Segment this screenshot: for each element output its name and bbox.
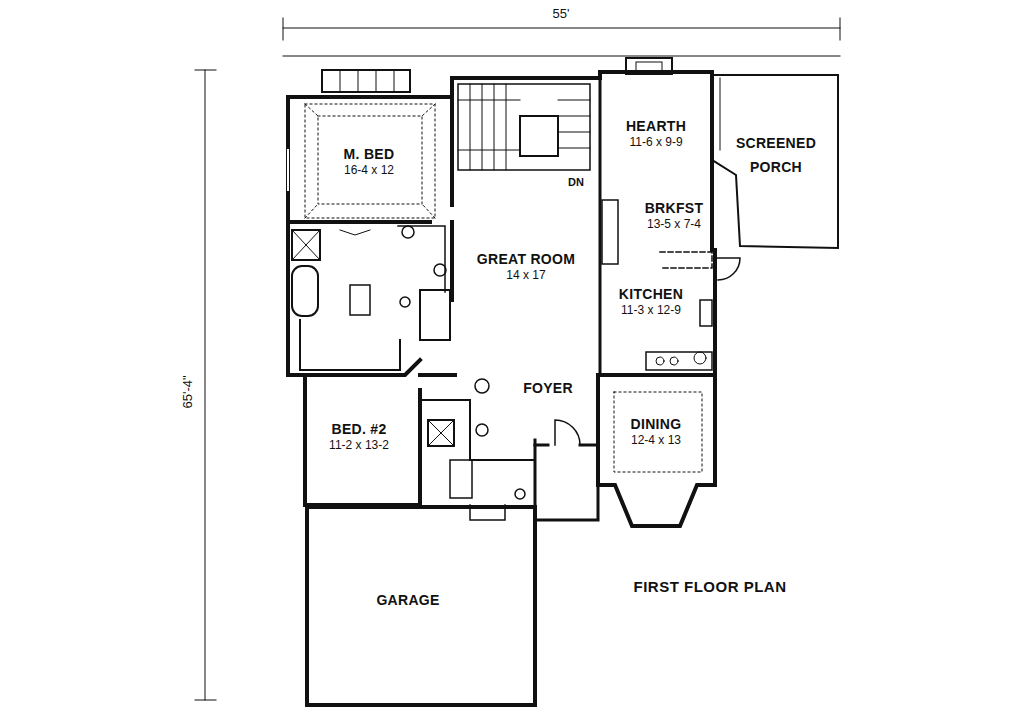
stair-note: DN	[568, 176, 584, 188]
plan-title: FIRST FLOOR PLAN	[634, 578, 787, 595]
room-name: KITCHEN	[619, 286, 683, 303]
room-dimension: 13-5 x 7-4	[645, 217, 704, 232]
room-dimension: 11-2 x 13-2	[329, 438, 389, 453]
room-label: FOYER	[523, 380, 573, 397]
room-dimension: 16-4 x 12	[344, 163, 395, 178]
room-label: SCREENED PORCH	[728, 131, 824, 179]
room-dimension: 11-6 x 9-9	[626, 135, 686, 150]
dimension-text: 55'	[553, 6, 570, 21]
room-name: GREAT ROOM	[477, 251, 575, 268]
room-name: FOYER	[523, 380, 573, 397]
room-label: KITCHEN11-3 x 12-9	[619, 286, 683, 318]
room-label: DINING12-4 x 13	[631, 416, 682, 448]
room-label: BED. #211-2 x 13-2	[329, 421, 389, 453]
room-dimension: 14 x 17	[477, 268, 575, 283]
room-label: BRKFST13-5 x 7-4	[645, 200, 704, 232]
room-name: HEARTH	[626, 118, 686, 135]
room-dimension: 11-3 x 12-9	[619, 303, 683, 318]
room-dimension: 12-4 x 13	[631, 433, 682, 448]
room-name: BRKFST	[645, 200, 704, 217]
dimension-text: 65'-4"	[180, 375, 195, 408]
room-name: DINING	[631, 416, 682, 433]
room-name: M. BED	[344, 146, 395, 163]
room-name: GARAGE	[376, 592, 439, 609]
room-name: SCREENED PORCH	[728, 131, 824, 179]
room-label: M. BED16-4 x 12	[344, 146, 395, 178]
room-label: GARAGE	[376, 592, 439, 609]
room-label: GREAT ROOM14 x 17	[477, 251, 575, 283]
room-label: HEARTH11-6 x 9-9	[626, 118, 686, 150]
room-name: BED. #2	[329, 421, 389, 438]
